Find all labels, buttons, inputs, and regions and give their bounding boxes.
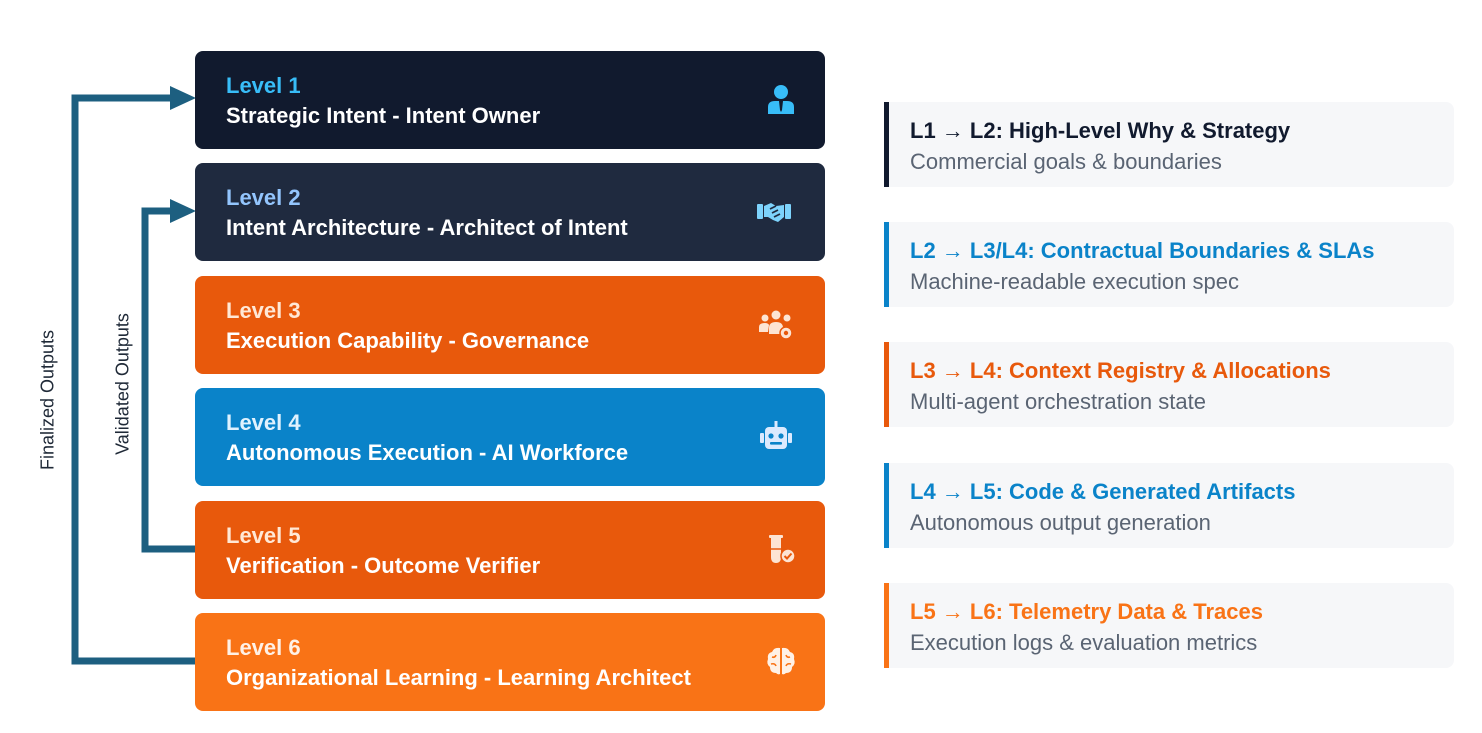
level-3-card: Level 3 Execution Capability - Governanc… <box>195 276 825 374</box>
finalized-outputs-loop <box>71 94 195 665</box>
level-6-card: Level 6 Organizational Learning - Learni… <box>195 613 825 711</box>
validated-outputs-loop <box>141 207 195 553</box>
robot-icon <box>760 421 792 449</box>
finalized-outputs-label: Finalized Outputs <box>37 329 58 471</box>
level-5-title: Level 5 <box>226 523 301 548</box>
flow-accent-bar <box>884 463 889 548</box>
flow-accent-bar <box>884 102 889 187</box>
level-5-card: Level 5 Verification - Outcome Verifier <box>195 501 825 599</box>
flow-1-title: L1 → L2: High-Level Why & Strategy <box>910 118 1291 143</box>
flow-card-2: L2 → L3/L4: Contractual Boundaries & SLA… <box>884 222 1454 307</box>
validated-outputs-arrowhead <box>170 199 196 223</box>
flow-1-description: Commercial goals & boundaries <box>910 149 1222 174</box>
level-2-subtitle: Intent Architecture - Architect of Inten… <box>226 215 628 240</box>
validated-outputs-label: Validated Outputs <box>112 313 133 455</box>
flow-accent-bar <box>884 342 889 427</box>
level-2-title: Level 2 <box>226 185 301 210</box>
flow-3-title: L3 → L4: Context Registry & Allocations <box>910 358 1331 383</box>
level-4-card: Level 4 Autonomous Execution - AI Workfo… <box>195 388 825 486</box>
handshake-icon <box>757 203 791 222</box>
flow-card-3: L3 → L4: Context Registry & Allocations … <box>884 342 1454 427</box>
finalized-outputs-arrowhead <box>170 86 196 110</box>
flow-2-title: L2 → L3/L4: Contractual Boundaries & SLA… <box>910 238 1375 263</box>
level-3-subtitle: Execution Capability - Governance <box>226 328 590 353</box>
flow-5-title: L5 → L6: Telemetry Data & Traces <box>910 599 1263 624</box>
flow-4-title: L4 → L5: Code & Generated Artifacts <box>910 479 1296 504</box>
person-icon <box>768 85 794 114</box>
level-2-card: Level 2 Intent Architecture - Architect … <box>195 163 825 261</box>
flow-2-description: Machine-readable execution spec <box>910 269 1239 294</box>
flow-accent-bar <box>884 583 889 668</box>
level-4-title: Level 4 <box>226 410 301 435</box>
test-tube-check-icon <box>769 535 796 564</box>
flow-3-description: Multi-agent orchestration state <box>910 389 1206 414</box>
team-gear-icon <box>759 310 793 340</box>
flow-card-5: L5 → L6: Telemetry Data & Traces Executi… <box>884 583 1454 668</box>
level-6-title: Level 6 <box>226 635 301 660</box>
flow-5-description: Execution logs & evaluation metrics <box>910 630 1258 655</box>
level-1-card: Level 1 Strategic Intent - Intent Owner <box>195 51 825 149</box>
flow-card-1: L1 → L2: High-Level Why & Strategy Comme… <box>884 102 1454 187</box>
level-4-subtitle: Autonomous Execution - AI Workforce <box>226 440 629 465</box>
flow-4-description: Autonomous output generation <box>910 510 1211 535</box>
brain-icon <box>767 647 795 675</box>
level-6-subtitle: Organizational Learning - Learning Archi… <box>226 665 691 690</box>
level-3-title: Level 3 <box>226 298 301 323</box>
level-1-subtitle: Strategic Intent - Intent Owner <box>226 103 541 128</box>
level-5-subtitle: Verification - Outcome Verifier <box>226 553 541 578</box>
flow-accent-bar <box>884 222 889 307</box>
flow-card-4: L4 → L5: Code & Generated Artifacts Auto… <box>884 463 1454 548</box>
level-1-title: Level 1 <box>226 73 301 98</box>
